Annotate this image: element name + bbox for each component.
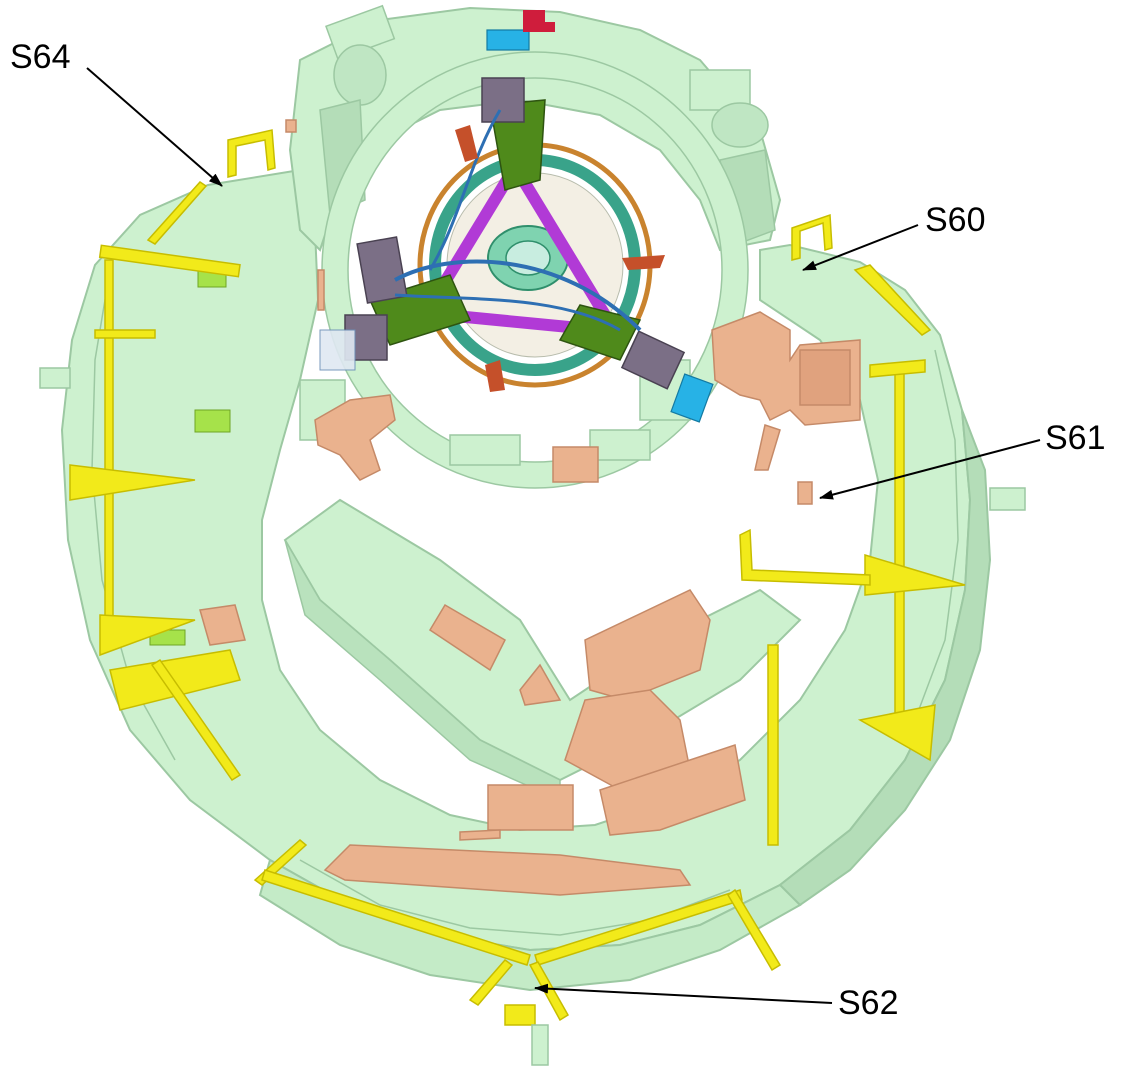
- label-s60: S60: [925, 201, 986, 239]
- callout-labels: S64 S60 S61 S62: [10, 38, 1106, 1022]
- leader-s61: [819, 439, 1041, 500]
- label-s62: S62: [838, 984, 899, 1022]
- leader-s62: [534, 983, 833, 1004]
- copper-components: [199, 119, 861, 896]
- label-s64: S64: [10, 38, 71, 76]
- side-pins: [39, 367, 1026, 511]
- callout-leaders: [86, 67, 1041, 1004]
- tripod-mechanism: [319, 10, 714, 423]
- outer-ring-body: [60, 168, 972, 952]
- label-s61: S61: [1045, 419, 1106, 457]
- yellow-rails: [69, 129, 966, 1026]
- leader-s64: [86, 67, 223, 187]
- bottom-pin: [531, 1024, 549, 1066]
- leader-s60: [802, 224, 919, 271]
